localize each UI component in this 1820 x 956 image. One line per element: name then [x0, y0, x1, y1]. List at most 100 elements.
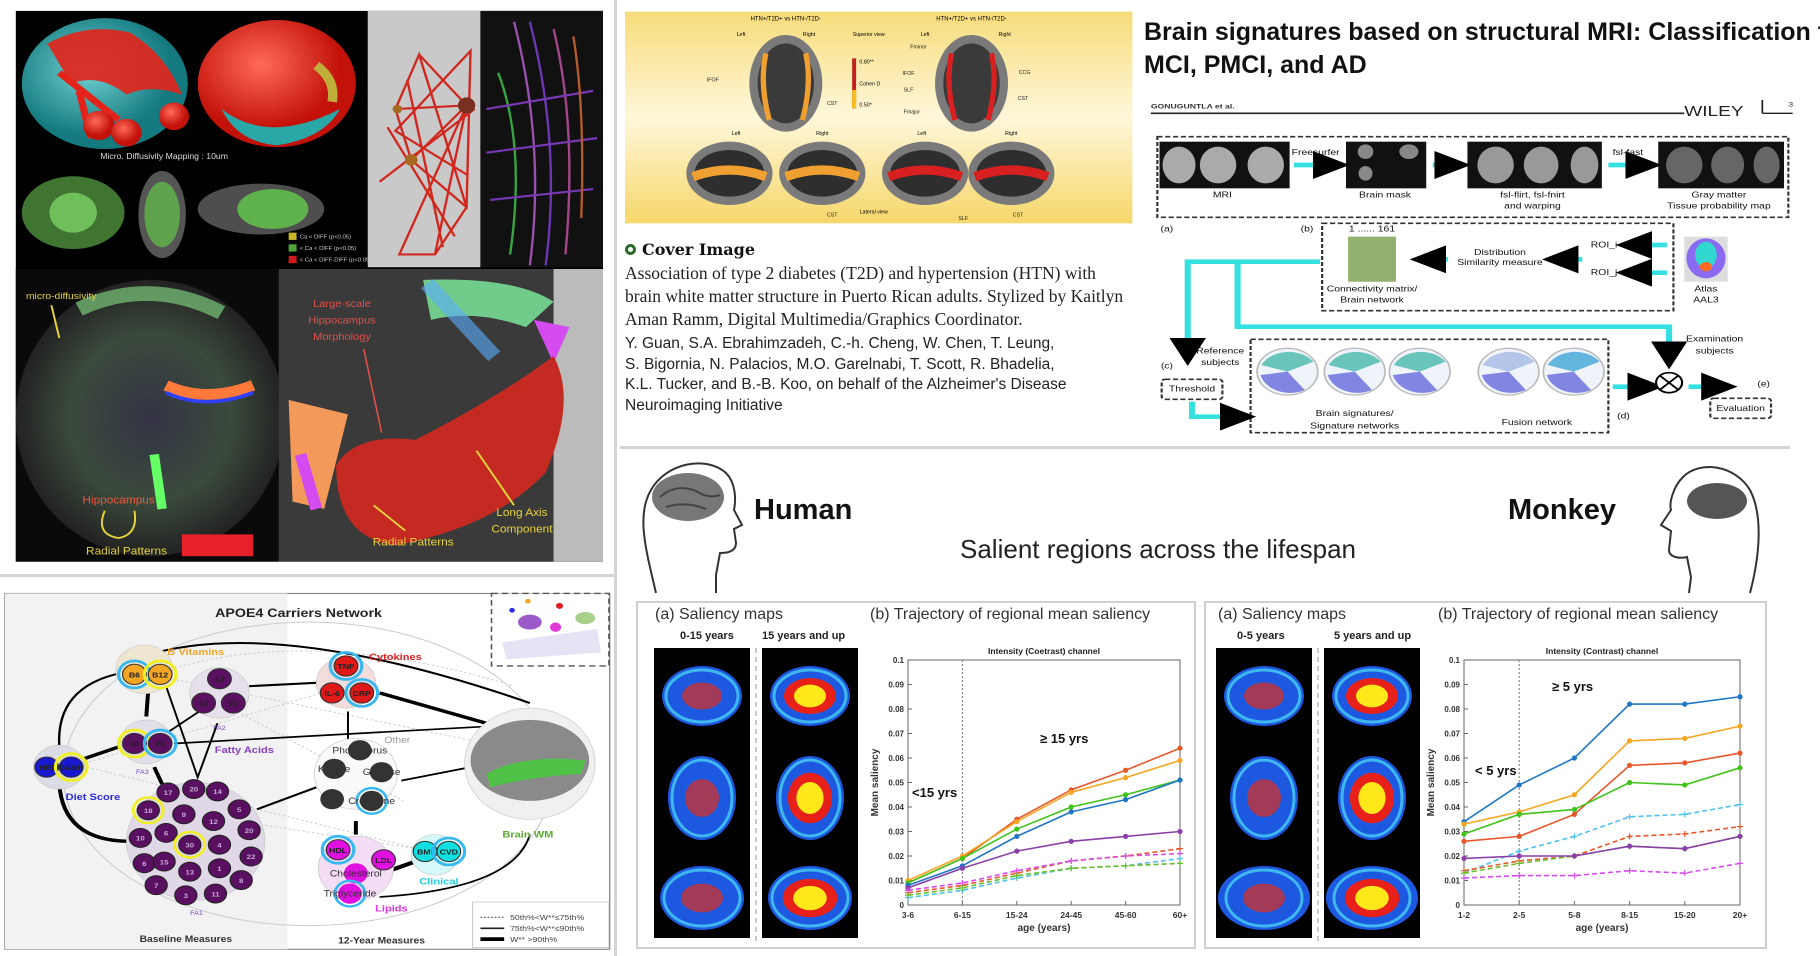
flowchart-label: subjects [1201, 358, 1240, 367]
label-radial-patterns: Radial Patterns [86, 546, 167, 557]
y-tick-label: 0.02 [888, 852, 904, 861]
fa1-node [237, 820, 261, 841]
fa1-node-label: 7 [154, 881, 158, 889]
y-tick-label: 0.03 [888, 828, 904, 837]
group-label-other: Other [385, 736, 412, 746]
y-tick-label: 0 [900, 901, 905, 910]
cover-authors-line: S. Bigornia, N. Palacios, M.O. Garelnabi… [625, 355, 1055, 373]
flowchart-label: 1 ...... 161 [1349, 225, 1395, 234]
x-tick-label: 45-60 [1115, 910, 1137, 920]
data-point [1177, 757, 1183, 764]
fa1-node [136, 800, 160, 821]
x-tick-label: 2-5 [1513, 910, 1526, 920]
trajectory-title: (b) Trajectory of regional mean saliency [870, 606, 1151, 623]
tract-label: IFOF [707, 78, 720, 84]
network-node [320, 789, 345, 810]
x-tick-label: 15-24 [1006, 910, 1028, 920]
flowchart-label: Threshold [1169, 385, 1215, 394]
data-point [1461, 875, 1467, 882]
network-node [338, 883, 362, 904]
data-point [1737, 694, 1743, 700]
x-tick-label: 24-45 [1060, 910, 1082, 920]
data-point [1461, 855, 1467, 862]
network-node-label: BMI [417, 848, 433, 856]
fa1-node-label: 12 [209, 817, 218, 825]
data-point [1627, 701, 1633, 707]
saliency-subtitle: Salient regions across the lifespan [960, 534, 1357, 564]
data-point [1068, 804, 1074, 810]
data-point [1681, 870, 1688, 877]
network-node-label: 30 [130, 740, 140, 748]
fa1-node-label: 5 [237, 806, 241, 814]
fa1-node [156, 782, 180, 803]
data-point [1737, 860, 1743, 867]
data-point [1516, 860, 1523, 867]
cover-authors-line: Y. Guan, S.A. Ebrahimzadeh, C.-h. Cheng,… [625, 335, 1055, 352]
network-node-label: DASH [59, 764, 84, 772]
data-point [1682, 701, 1688, 707]
network-node [322, 758, 346, 779]
data-point [1014, 833, 1020, 839]
data-point [1571, 833, 1578, 840]
flowchart-label: fsl-flirt, fsl-fnirt [1500, 190, 1565, 199]
y-tick-label: 0.09 [888, 681, 904, 690]
network-node [121, 732, 147, 755]
fa1-node [207, 858, 232, 879]
cover-heading: Cover Image [642, 240, 756, 259]
data-point [959, 865, 965, 871]
fa1-node [182, 779, 206, 799]
scale-label: 0.50* [859, 103, 871, 109]
data-point [1014, 826, 1020, 832]
diffusion-mri-figure: Micro. Diffusivity Mapping : 10um Ca < D… [15, 10, 603, 562]
series-line [1463, 862, 1741, 879]
y-tick-label: 0.02 [1444, 852, 1460, 861]
data-point [1123, 792, 1129, 798]
label-large-scale: Morphology [313, 331, 372, 342]
data-point [1516, 782, 1522, 788]
figure-caption: Micro. Diffusivity Mapping : 10um [100, 151, 228, 161]
data-point [1681, 811, 1688, 818]
series-line [907, 862, 1181, 896]
annotation-over-5: ≥ 5 yrs [1552, 679, 1593, 694]
data-point [1627, 779, 1633, 786]
data-point [1177, 745, 1183, 751]
fa1-node [239, 846, 263, 867]
monkey-label: Monkey [1508, 494, 1616, 526]
label-radial-patterns: Radial Patterns [373, 537, 454, 548]
data-point [1737, 765, 1743, 771]
data-point [1461, 838, 1467, 844]
network-node-label: 21 [228, 700, 238, 708]
group-label-diet-score: Diet Score [66, 793, 121, 803]
label-micro-diffusivity: micro-diffusivity [26, 291, 97, 302]
running-head: GONUGUNTLA et al. [1151, 102, 1235, 110]
data-point [1681, 830, 1688, 837]
network-node-label: CVD [440, 848, 459, 856]
data-point [1068, 838, 1074, 844]
fa1-node-label: 13 [185, 868, 194, 876]
side-label: Left [917, 131, 926, 137]
scale-label: Cohen D [859, 81, 880, 87]
fa1-node [152, 851, 176, 872]
network-node-label: 13 [215, 675, 225, 683]
tract-label: SLF [958, 216, 968, 222]
fa1-node-label: 8 [239, 876, 243, 884]
series-line [1463, 767, 1741, 835]
data-point [1737, 750, 1743, 756]
network-node [206, 668, 232, 690]
fa1-node [178, 834, 202, 855]
flowchart-label: (a) [1161, 225, 1174, 234]
network-node-label: CRP [353, 690, 372, 698]
annotation-over-15: ≥ 15 yrs [1040, 731, 1088, 746]
tract-label: IFOF [902, 71, 915, 77]
data-point [1177, 860, 1183, 867]
side-label: Right [999, 32, 1012, 38]
flowchart-label: (e) [1757, 380, 1770, 389]
data-point [1123, 775, 1129, 781]
network-node-label: HDL [329, 846, 347, 854]
data-point [1571, 872, 1578, 879]
trajectory-title: (b) Trajectory of regional mean saliency [1438, 606, 1719, 623]
human-head-illustration [642, 462, 744, 594]
annotation-under-15: <15 yrs [912, 785, 957, 800]
series-line [1463, 725, 1741, 825]
data-point [1123, 833, 1129, 839]
